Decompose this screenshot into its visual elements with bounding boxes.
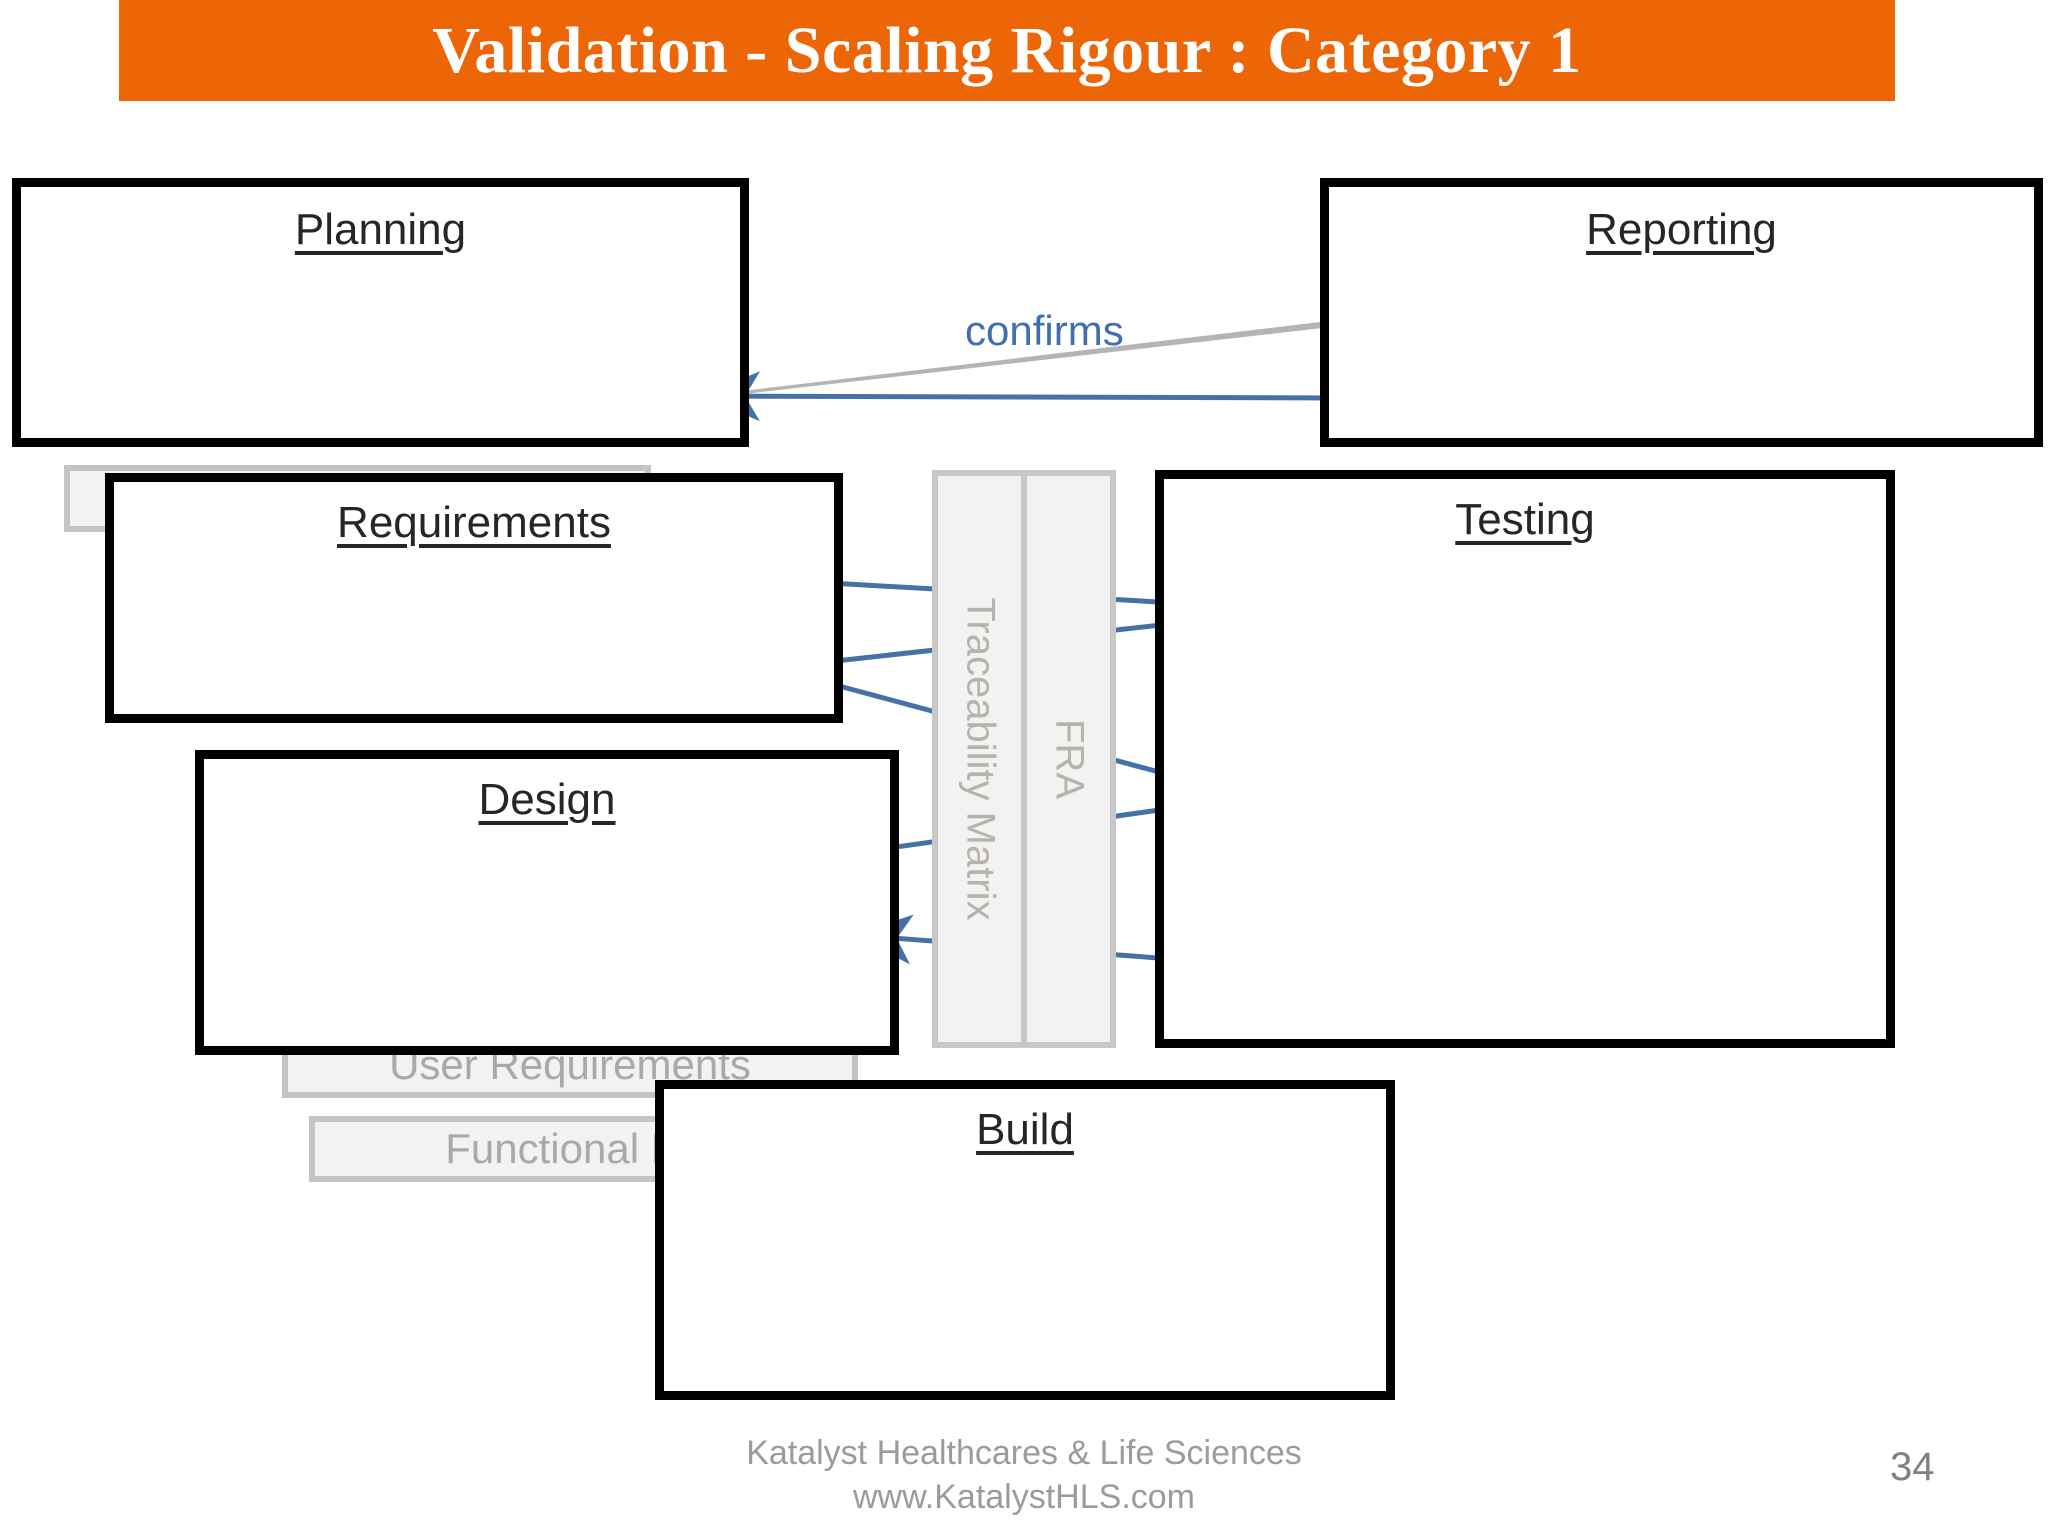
band-traceability-matrix-label: Traceability Matrix: [958, 597, 1002, 921]
group-design: Design Design Spec Configuration Baselin…: [195, 750, 899, 1055]
group-build: Build Build Standards Build Build Review: [655, 1080, 1395, 1400]
group-planning: Planning Initial Risk Assessment Validat…: [12, 178, 749, 617]
arrow-system-release-to-validation-plan: [699, 371, 1346, 422]
group-testing: Testing Acceptance Testing (PQ) Function…: [1155, 470, 1895, 1048]
page-number: 34: [1890, 1445, 1935, 1489]
footer-company: Katalyst Healthcares & Life Sciences: [746, 1434, 1302, 1472]
band-traceability-matrix: Traceability Matrix: [932, 470, 1027, 1048]
band-fra: FRA: [1021, 470, 1116, 1048]
group-reporting: Reporting Validation Report System Relea…: [1320, 178, 2043, 447]
group-build-title: Build: [976, 1105, 1074, 1154]
footer: Katalyst Healthcares & Life Sciences www…: [0, 1432, 2048, 1519]
group-design-title: Design: [478, 775, 616, 824]
group-requirements: Requirements User Requirements Functiona…: [105, 473, 885, 1182]
group-testing-title: Testing: [1455, 495, 1595, 544]
group-requirements-title: Requirements: [337, 498, 611, 547]
connector-label-confirms: confirms: [965, 307, 1124, 354]
footer-website: www.KatalystHLS.com: [853, 1477, 1195, 1516]
band-fra-label: FRA: [1047, 719, 1091, 799]
page-title: Validation - Scaling Rigour : Category 1: [432, 13, 1582, 87]
group-reporting-title: Reporting: [1586, 205, 1777, 254]
title-bar: Validation - Scaling Rigour : Category 1: [119, 0, 1895, 101]
group-planning-title: Planning: [294, 205, 467, 254]
